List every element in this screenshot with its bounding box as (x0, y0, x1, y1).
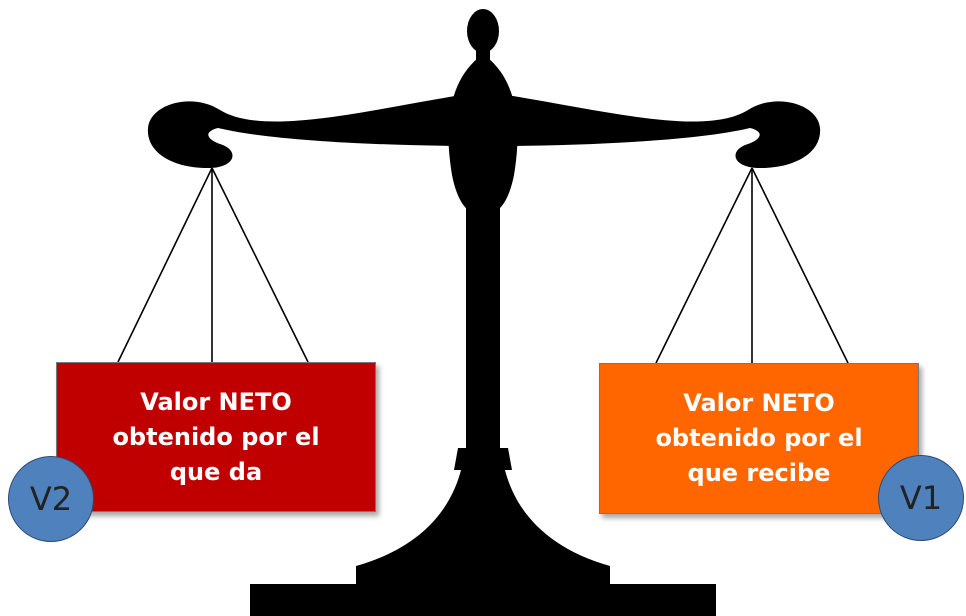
left-pan-box: Valor NETO obtenido por el que da (56, 362, 376, 512)
right-pan-strings (655, 167, 849, 364)
left-pan-label: Valor NETO obtenido por el que da (112, 387, 320, 486)
scale-pillar (466, 205, 500, 455)
v1-badge-label: V1 (899, 479, 943, 517)
scale-base (356, 466, 610, 588)
v1-badge: V1 (878, 455, 964, 541)
right-pan-box: Valor NETO obtenido por el que recibe (599, 363, 919, 514)
scale-finial (467, 9, 499, 53)
scale-head (448, 58, 518, 210)
v2-badge-label: V2 (29, 480, 73, 518)
left-pan-strings (117, 167, 309, 363)
right-pan-label: Valor NETO obtenido por el que recibe (655, 389, 863, 487)
v2-badge: V2 (8, 456, 94, 542)
scale-plinth (250, 584, 716, 616)
